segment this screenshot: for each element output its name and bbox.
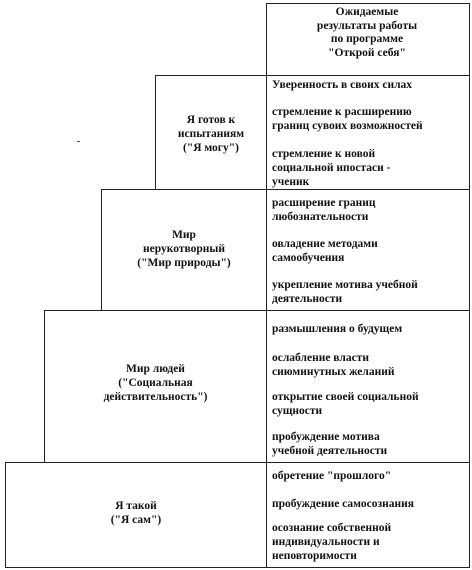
stage-label-1: Я готов к испытаниям ("Я могу") — [177, 114, 245, 154]
result-item: укрепление мотива учебной деятельности — [272, 279, 418, 305]
result-item: пробуждение самосознания — [272, 498, 414, 510]
result-item: ослабление власти сиюминутных желаний — [272, 352, 395, 378]
result-item: расширение границ любознательности — [272, 197, 376, 223]
stage-label-2: Мир нерукотворный ("Мир природы") — [137, 229, 231, 269]
result-item: Уверенность в своих силах — [272, 79, 413, 91]
result-item: обретение "прошлого" — [272, 470, 392, 482]
stage-box-4 — [5, 462, 267, 568]
result-item: размышления о будущем — [272, 323, 403, 335]
result-item: стремление к расширению границ сувоих во… — [272, 106, 423, 132]
header-title: Ожидаемые результаты работы по программе… — [316, 6, 418, 59]
stage-label-4: Я такой ("Я сам") — [110, 500, 162, 526]
result-item: овладение методами самообучения — [272, 238, 378, 264]
result-item: осознание собственной индивидуальности и… — [272, 522, 392, 562]
result-item: открытие своей социальной сущности — [272, 391, 419, 417]
result-item: стремление к новой социальной ипостаси -… — [272, 148, 391, 188]
stray-mark — [77, 141, 80, 142]
stage-label-3: Мир людей ("Социальная действительность"… — [103, 363, 208, 403]
result-item: пробуждение мотива учебной деятельности — [272, 431, 388, 457]
